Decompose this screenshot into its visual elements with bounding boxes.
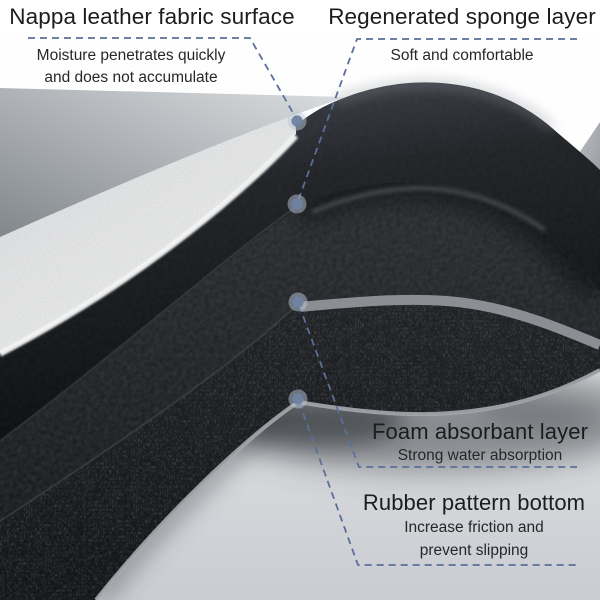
layer-marker-nappa: [287, 111, 307, 131]
layer-marker-sponge: [287, 194, 307, 214]
fabric-edge-highlight: [0, 134, 299, 357]
seam-line-foam-rubber: [0, 304, 298, 522]
foam-texture: [0, 181, 600, 522]
layer-marker-rubber: [288, 389, 308, 409]
mat-bottom-edge-highlight: [94, 368, 600, 600]
callout-connector-foam: [298, 304, 577, 468]
callout-connector-rubber: [298, 401, 577, 566]
layer-marker-foam: [288, 292, 308, 312]
callout-connector-nappa: [28, 37, 297, 119]
sponge-underside-edge: [311, 186, 546, 232]
folded-surface-wedge: [0, 88, 346, 237]
sponge-crest-highlight: [333, 80, 555, 131]
divider-stripe: [299, 294, 600, 350]
callout-connector-sponge: [297, 38, 577, 202]
sponge-texture: [0, 82, 600, 443]
seam-line-sponge-foam: [0, 206, 297, 442]
rubber-texture: [0, 297, 600, 600]
